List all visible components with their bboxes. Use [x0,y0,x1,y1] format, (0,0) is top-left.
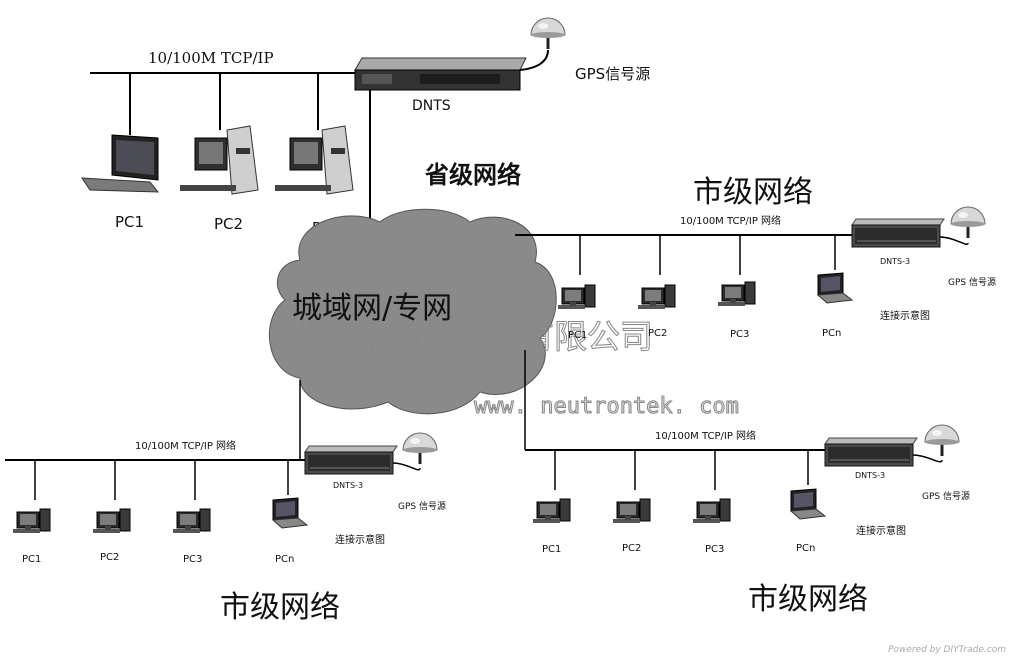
left-rack-server-icon [304,445,398,475]
top-pc2-label: PC2 [214,215,243,233]
right-server-label: DNTS-3 [880,257,910,266]
bottom-pc1-label: PC1 [542,544,561,555]
bottom-pcn-icon [790,488,826,520]
right-pc1-label: PC1 [568,330,587,341]
desktop-pc3-icon [275,125,354,195]
left-pc1-icon [12,508,51,534]
left-gps-antenna-icon [401,431,439,466]
bottom-pc2-icon [612,498,651,524]
bottom-pcn-label: PCn [796,543,815,554]
top-pc1-label: PC1 [115,213,144,231]
desktop-pc2-icon [180,125,259,195]
left-gps-label: GPS 信号源 [398,500,446,512]
bottom-pc1-icon [532,498,571,524]
top-gps-label: GPS信号源 [575,65,650,83]
bottom-pc3-icon [692,498,731,524]
bottom-network-label: 10/100M TCP/IP 网络 [655,429,756,442]
metro-cloud-shape [269,208,557,415]
company-watermark: 北京中新创科技有限公司 [290,317,653,356]
gps-antenna-icon [529,16,567,51]
bottom-caption: 连接示意图 [856,524,906,537]
right-pcn-label: PCn [822,328,841,339]
bottom-pc3-label: PC3 [705,544,724,555]
right-pc1-icon [557,284,596,310]
left-city-title: 市级网络 [220,590,340,625]
bottom-server-label: DNTS-3 [855,471,885,480]
bottom-gps-cable [912,454,943,463]
right-pc3-label: PC3 [730,329,749,340]
right-city-title: 市级网络 [693,175,813,210]
top-network-label: 10/100M TCP/IP [148,49,274,67]
url-watermark: www. neutrontek. com [474,394,739,419]
bottom-gps-label: GPS 信号源 [922,490,970,502]
left-pc1-label: PC1 [22,554,41,565]
right-network-label: 10/100M TCP/IP 网络 [680,214,781,227]
left-caption: 连接示意图 [335,533,385,546]
bottom-gps-antenna-icon [923,423,961,458]
left-pc3-label: PC3 [183,554,202,565]
left-pcn-icon [272,497,308,529]
dnts-label: DNTS [412,98,451,114]
right-pc2-label: PC2 [648,328,667,339]
footer-credit: Powered by DIYTrade.com [888,645,1006,655]
right-pcn-icon [817,272,853,304]
laptop-icon [81,134,160,193]
right-rack-server-icon [851,218,945,248]
right-gps-antenna-icon [949,205,987,240]
right-pc3-icon [717,281,756,307]
bottom-city-title: 市级网络 [748,582,868,617]
bottom-rack-server-icon [824,437,918,467]
left-gps-cable [392,462,421,471]
left-server-label: DNTS-3 [333,481,363,490]
left-pc2-label: PC2 [100,552,119,563]
left-pc2-icon [92,508,131,534]
left-network-label: 10/100M TCP/IP 网络 [135,439,236,452]
right-gps-label: GPS 信号源 [948,276,996,288]
left-pc3-icon [172,508,211,534]
province-label: 省级网络 [424,161,521,189]
cloud-label: 城域网/专网 [292,291,452,326]
bottom-pc2-label: PC2 [622,543,641,554]
dnts-gps-cable [519,49,549,71]
right-gps-cable [939,236,969,245]
right-caption: 连接示意图 [880,309,930,322]
left-pcn-label: PCn [275,554,294,565]
dnts-server-icon [354,57,527,91]
right-pc2-icon [637,284,676,310]
